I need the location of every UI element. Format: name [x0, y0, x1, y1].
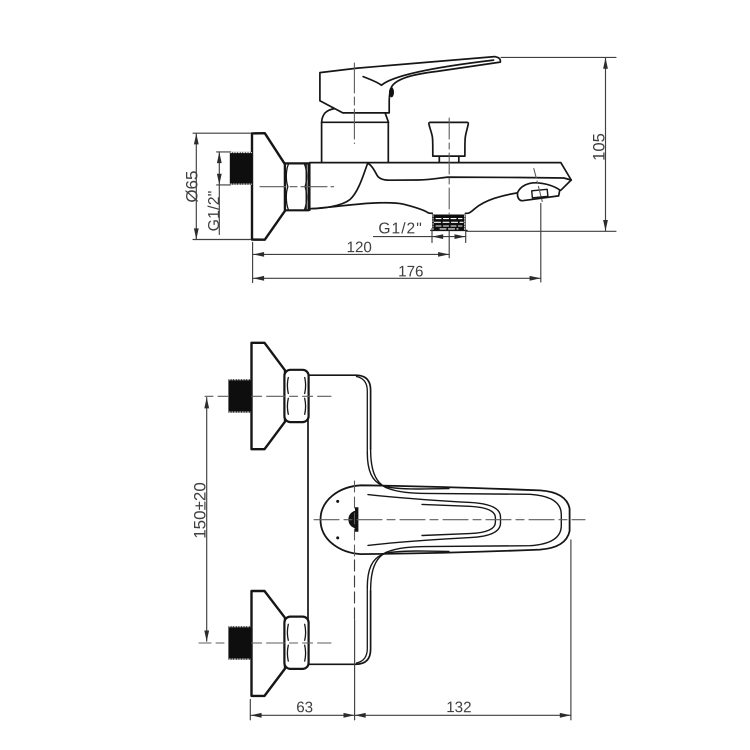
svg-text:120: 120	[347, 239, 372, 256]
svg-text:G1/2": G1/2"	[378, 220, 422, 237]
svg-text:176: 176	[398, 263, 423, 280]
svg-text:63: 63	[296, 699, 313, 716]
svg-text:Ø65: Ø65	[182, 171, 201, 203]
svg-text:G1/2": G1/2"	[206, 190, 223, 231]
svg-text:132: 132	[446, 699, 471, 716]
svg-text:150±20: 150±20	[190, 482, 209, 539]
svg-text:105: 105	[590, 133, 609, 161]
